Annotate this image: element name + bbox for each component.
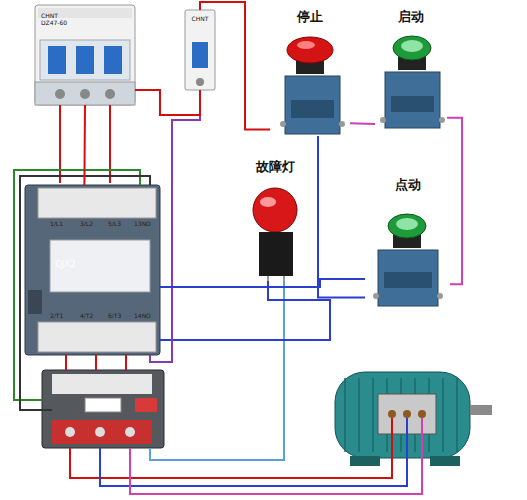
terminal-label: 4/T2 — [80, 313, 93, 319]
wire — [200, 2, 270, 130]
terminal-label: 5/L3 — [108, 221, 121, 227]
wire — [160, 279, 365, 287]
terminal-label: 1/L1 — [50, 221, 63, 227]
start-button — [380, 36, 445, 128]
component-label: 启动 — [375, 10, 447, 25]
component-label: CHNT — [185, 16, 215, 23]
component-label: 停止 — [270, 10, 350, 25]
three-pole-breaker — [35, 5, 135, 105]
fault-lamp: 故障灯 — [245, 160, 305, 282]
contactor — [25, 185, 160, 355]
component-label: DZ47-60 — [41, 20, 135, 27]
terminal-label: 2/T1 — [50, 313, 63, 319]
component-label: CJX2 — [55, 259, 160, 269]
single-pole-breaker — [185, 10, 215, 90]
contactor: CJX2 — [25, 185, 160, 355]
terminal-label: 3/L2 — [80, 221, 93, 227]
breaker: CHNTDZ47-60 — [35, 5, 135, 105]
fault-lamp — [253, 188, 297, 281]
start-button: 启动 — [375, 8, 447, 130]
stop-button: 停止 — [270, 8, 350, 136]
breaker: CHNT — [185, 10, 215, 90]
stop-button — [280, 37, 345, 134]
terminal-label: 6/T3 — [108, 313, 121, 319]
motor — [335, 372, 492, 466]
thermal-relay — [42, 370, 164, 448]
wire — [447, 118, 462, 284]
component-label: 点动 — [365, 178, 450, 193]
terminal-label: 13NO — [134, 221, 151, 227]
wire — [318, 136, 365, 297]
wire — [135, 90, 200, 115]
jog-button: 点动 — [365, 176, 450, 308]
wire — [350, 122, 375, 125]
wires — [14, 90, 422, 494]
component-label: 故障灯 — [245, 160, 305, 175]
jog-button — [373, 214, 443, 306]
wire — [83, 105, 86, 185]
component-label: CHNT — [41, 13, 135, 20]
terminal-label: 14NO — [134, 313, 151, 319]
